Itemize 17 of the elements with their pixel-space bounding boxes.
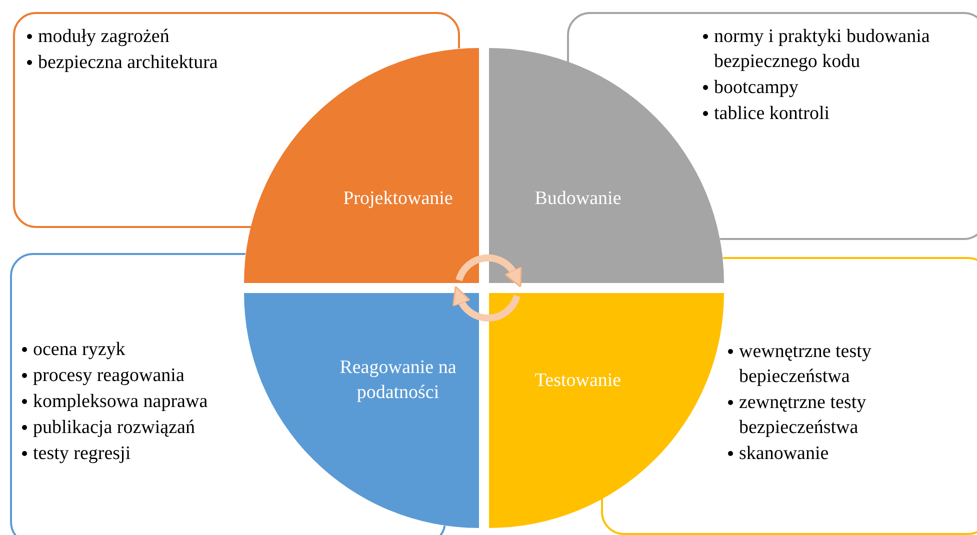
list-item-text: skanowanie — [739, 442, 829, 466]
list-item-text: testy regresji — [33, 442, 131, 466]
list-item-text: kompleksowa naprawa — [33, 390, 208, 414]
text-box — [13, 12, 460, 228]
curved-arrow — [452, 286, 520, 322]
quadrant-label: Reagowanie na podatności — [313, 355, 483, 405]
curved-arrow — [456, 254, 522, 288]
quadrant-label: Testowanie — [493, 368, 663, 393]
list-item-text: moduły zagrożeń — [38, 25, 170, 49]
quadrant-label: Budowanie — [493, 186, 663, 211]
quadrant-label: Projektowanie — [313, 186, 483, 211]
list-item-text: bezpieczna architektura — [38, 51, 218, 75]
list-item-text: tablice kontroli — [714, 102, 830, 126]
list-item-text: procesy reagowania — [33, 364, 184, 388]
list-item-text: ocena ryzyk — [33, 338, 126, 362]
list-item-text: bootcampy — [714, 76, 798, 100]
list-item-text: publikacja rozwiązań — [33, 416, 195, 440]
